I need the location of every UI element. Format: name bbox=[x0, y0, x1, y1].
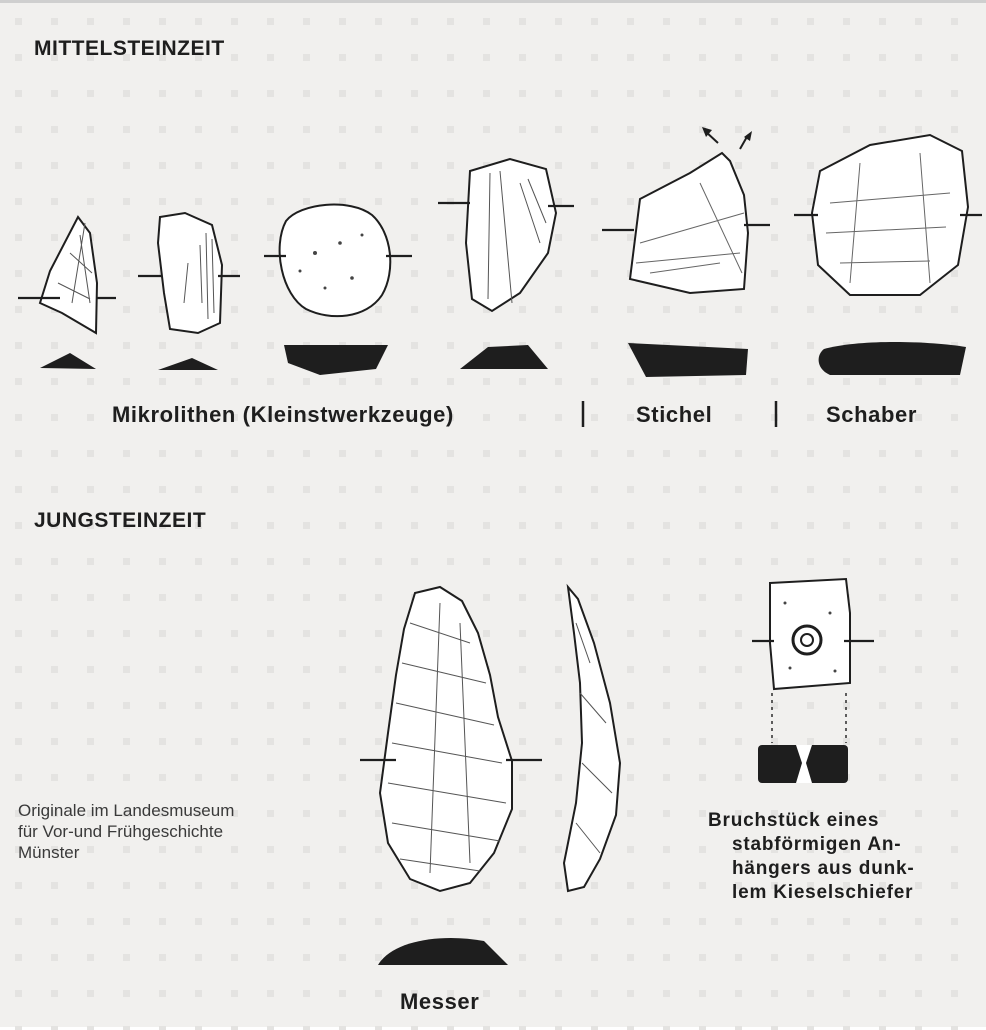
heading-mittelsteinzeit: MITTELSTEINZEIT bbox=[34, 37, 225, 61]
pendant-description-line: Bruchstück eines bbox=[708, 809, 915, 833]
heading-jungsteinzeit: JUNGSTEINZEIT bbox=[34, 509, 206, 533]
caption-mikrolithen: Mikrolithen (Kleinstwerkzeuge) bbox=[112, 402, 454, 428]
pendant-description: Bruchstück eines stabförmigen An- hänger… bbox=[708, 809, 915, 905]
source-note-line: Originale im Landesmuseum bbox=[18, 800, 234, 821]
source-note-line: Münster bbox=[18, 842, 234, 863]
caption-schaber: Schaber bbox=[826, 402, 917, 428]
source-note-line: für Vor-und Frühgeschichte bbox=[18, 821, 234, 842]
source-note: Originale im Landesmuseum für Vor-und Fr… bbox=[18, 800, 234, 863]
caption-messer: Messer bbox=[400, 989, 479, 1015]
pendant-description-line: hängers aus dunk- bbox=[708, 857, 915, 881]
stichel-section bbox=[628, 343, 748, 377]
pendant-description-line: stabförmigen An- bbox=[708, 833, 915, 857]
caption-stichel: Stichel bbox=[636, 402, 712, 428]
schaber-section bbox=[819, 342, 966, 375]
pendant-description-line: lem Kieselschiefer bbox=[708, 881, 915, 905]
